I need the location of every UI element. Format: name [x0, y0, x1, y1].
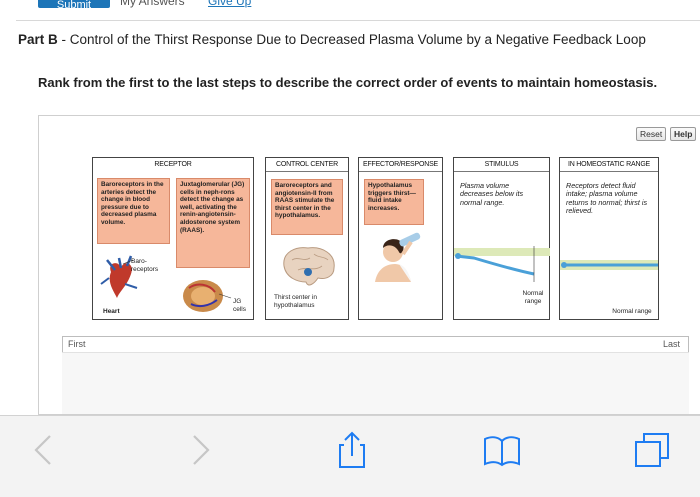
- label-thirst-center: Thirst center in hypothalamus: [274, 294, 317, 309]
- homeostatic-text: Receptors detect fluid intake; plasma vo…: [566, 181, 648, 216]
- reset-button[interactable]: Reset: [636, 127, 667, 141]
- top-header: Submit My Answers Give Up: [0, 0, 700, 14]
- card-heading: CONTROL CENTER: [266, 158, 348, 172]
- receptor-text-jg-cells: Juxtaglomerular (JG) cells in neph-rons …: [176, 178, 250, 268]
- label-last: Last: [663, 339, 681, 349]
- part-title: Part B - Control of the Thirst Response …: [18, 31, 658, 48]
- share-icon[interactable]: [332, 430, 372, 470]
- stimulus-text: Plasma volume decreases below its normal…: [460, 181, 524, 207]
- card-effector-response[interactable]: EFFECTOR/RESPONSE Hypothalamus triggers …: [358, 157, 443, 320]
- card-in-homeostatic-range[interactable]: IN HOMEOSTATIC RANGE Receptors detect fl…: [559, 157, 659, 320]
- browser-toolbar: [0, 415, 700, 497]
- woman-drinking-illustration-icon: [375, 232, 421, 282]
- kidney-nephron-icon: [183, 280, 232, 312]
- chevron-right-icon[interactable]: [180, 430, 220, 470]
- card-control-center[interactable]: CONTROL CENTER Baroreceptors and angiote…: [265, 157, 349, 320]
- label-jg-cells: JG cells: [233, 298, 247, 313]
- drop-zone-slot[interactable]: [62, 352, 689, 414]
- instructions: Rank from the first to the last steps to…: [38, 75, 658, 90]
- part-title-text: - Control of the Thirst Response Due to …: [57, 32, 646, 47]
- card-receptor[interactable]: RECEPTOR Baroreceptors in the arteries d…: [92, 157, 254, 320]
- card-heading: STIMULUS: [454, 158, 549, 172]
- label-first: First: [68, 339, 86, 349]
- submit-button[interactable]: Submit: [38, 0, 110, 11]
- help-button[interactable]: Help: [670, 127, 697, 141]
- label-heart: Heart: [103, 308, 120, 315]
- card-heading: EFFECTOR/RESPONSE: [359, 158, 442, 172]
- homeostatic-graph-icon: [560, 260, 658, 270]
- stimulus-graph-icon: [454, 246, 550, 282]
- label-normal-range: Normal range: [522, 290, 544, 305]
- effector-text: Hypothalamus triggers thirst—fluid intak…: [364, 179, 424, 225]
- divider: [16, 20, 700, 21]
- card-heading: RECEPTOR: [154, 161, 192, 168]
- my-answers-link[interactable]: My Answers: [120, 0, 185, 8]
- brain-illustration-icon: [283, 247, 335, 286]
- give-up-link[interactable]: Give Up: [208, 0, 252, 8]
- tabs-icon[interactable]: [632, 430, 672, 470]
- label-normal-range: Normal range: [612, 308, 652, 315]
- control-center-text: Baroreceptors and angiotensin-II from RA…: [271, 179, 343, 235]
- book-icon[interactable]: [482, 430, 522, 470]
- receptor-text-baroreceptors: Baroreceptors in the arteries detect the…: [97, 178, 170, 244]
- card-stimulus[interactable]: STIMULUS Plasma volume decreases below i…: [453, 157, 550, 320]
- part-prefix: Part B: [18, 32, 58, 47]
- card-heading: IN HOMEOSTATIC RANGE: [560, 158, 658, 172]
- label-baroreceptors: Baro-receptors: [131, 258, 159, 273]
- chevron-left-icon[interactable]: [24, 430, 64, 470]
- heart-illustration-icon: [100, 255, 138, 298]
